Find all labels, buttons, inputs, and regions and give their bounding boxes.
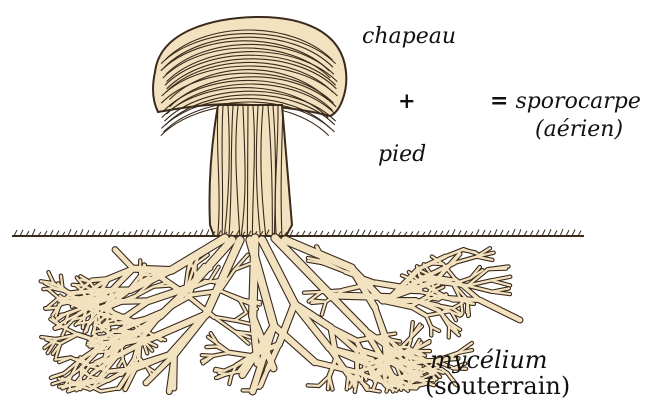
soil-tick (32, 229, 35, 236)
soil-tick (452, 229, 455, 236)
mushroom-stem-illustration (209, 105, 292, 236)
hypha-branch (401, 388, 417, 389)
hypha-branch (99, 313, 108, 314)
soil-tick (110, 229, 113, 236)
hypha-branch (71, 297, 81, 298)
hypha-branch (206, 346, 216, 347)
plus-sign: + (398, 88, 416, 113)
hypha-branch (107, 323, 118, 325)
underground-label: (souterrain) (425, 372, 570, 400)
hypha-branch (308, 385, 319, 386)
hypha-branch (235, 312, 247, 320)
hypha-branch (153, 286, 170, 287)
hypha-branch (331, 295, 365, 330)
soil-texture (14, 229, 581, 236)
soil-tick (494, 229, 497, 236)
hypha-branch (115, 250, 133, 269)
soil-tick (356, 229, 359, 236)
hypha-branch (403, 376, 420, 377)
hypha-branch (387, 334, 395, 335)
sporocarp-line: = sporocarpe (490, 88, 641, 114)
hypha-branch (488, 269, 506, 270)
soil-tick (68, 229, 71, 236)
soil-tick (476, 229, 479, 236)
hypha-branch (122, 347, 123, 360)
soil-tick (560, 229, 563, 236)
hypha-branch (311, 300, 325, 301)
stem-hypha-strand (247, 106, 248, 236)
stem-label: pied (378, 142, 426, 167)
soil-tick (512, 229, 515, 236)
soil-tick (548, 229, 551, 236)
hypha-branch (480, 300, 520, 320)
hypha-branch (384, 335, 385, 354)
mycelium-label: mycélium (430, 346, 548, 374)
equals-sign: = (490, 88, 508, 114)
hypha-branch (328, 376, 329, 389)
hypha-branch (321, 290, 343, 292)
aerial-label: (aérien) (535, 117, 623, 142)
cap-label: chapeau (362, 24, 456, 49)
sporocarp-label: sporocarpe (515, 89, 640, 114)
